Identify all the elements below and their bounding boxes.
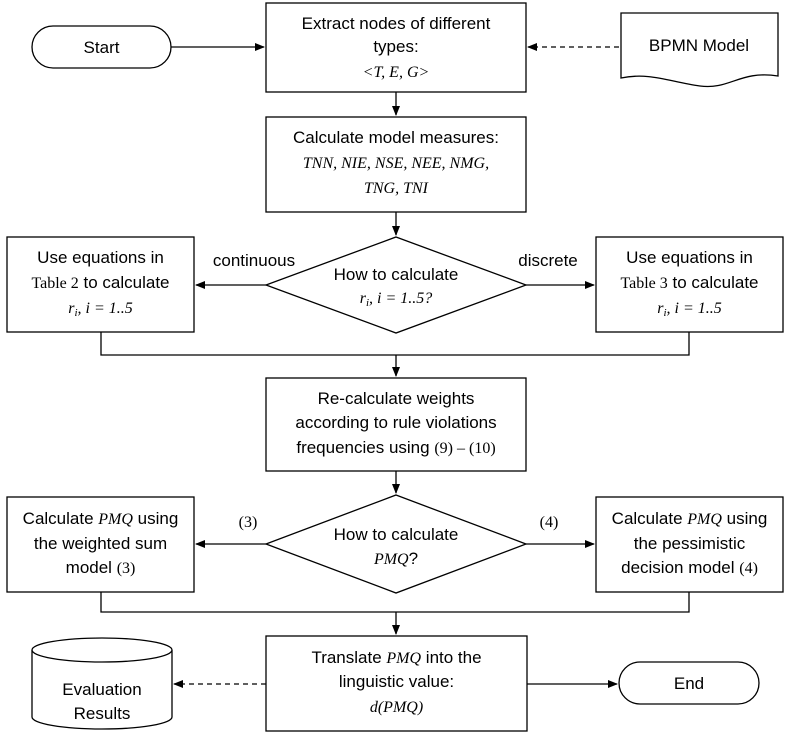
recalculate-weights-process: Re-calculate weights according to rule v… xyxy=(265,377,527,472)
translate-line1: Translate PMQ into the xyxy=(311,648,481,667)
bpmn-model-label: BPMN Model xyxy=(649,36,749,55)
translate-pmq-process: Translate PMQ into the linguistic value:… xyxy=(265,635,528,732)
table3-line1: Use equations in xyxy=(626,248,753,267)
translate-line3: d(PMQ) xyxy=(370,699,423,716)
table3-line2: Table 3 to calculate xyxy=(620,273,758,292)
calculate-pessimistic-process: Calculate PMQ using the pessimistic deci… xyxy=(595,496,784,593)
edge-label-eq3: (3) xyxy=(239,514,258,531)
start-label: Start xyxy=(84,38,120,57)
end-node: End xyxy=(618,661,760,705)
table2-line3: ri, i = 1..5 xyxy=(68,300,133,319)
pessimistic-line2: the pessimistic xyxy=(634,534,746,553)
weighted-line1: Calculate PMQ using xyxy=(23,509,179,528)
measures-line2: TNN, NIE, NSE, NEE, NMG, xyxy=(303,155,489,172)
pessimistic-line3: decision model (4) xyxy=(621,558,758,577)
decision-pmq-line1: How to calculate xyxy=(334,525,459,544)
recalc-line2: according to rule violations xyxy=(295,413,496,432)
table2-line1: Use equations in xyxy=(37,248,164,267)
eval-results-line2: Results xyxy=(74,704,131,723)
recalc-line1: Re-calculate weights xyxy=(318,389,475,408)
weighted-line2: the weighted sum xyxy=(34,534,167,553)
bpmn-model-document: BPMN Model xyxy=(620,12,779,88)
edge-merge-r xyxy=(100,332,690,356)
decision-how-to-calculate-pmq: How to calculate PMQ? xyxy=(264,494,528,594)
decision-how-to-calculate-r: How to calculate ri, i = 1..5? xyxy=(264,236,528,334)
connectors xyxy=(100,43,690,688)
extract-line1: Extract nodes of different xyxy=(302,14,491,33)
table2-line2: Table 2 to calculate xyxy=(31,273,169,292)
extract-line3: <T, E, G> xyxy=(363,64,430,81)
decision-r-line1: How to calculate xyxy=(334,265,459,284)
extract-line2: types: xyxy=(373,37,418,56)
measures-line1: Calculate model measures: xyxy=(293,128,499,147)
edge-label-eq4: (4) xyxy=(540,514,559,531)
measures-line3: TNG, TNI xyxy=(364,180,429,197)
extract-nodes-process: Extract nodes of different types: <T, E,… xyxy=(265,2,527,93)
use-table2-process: Use equations in Table 2 to calculate ri… xyxy=(6,236,195,333)
eval-results-line1: Evaluation xyxy=(62,680,141,699)
evaluation-results-database: Evaluation Results xyxy=(31,637,173,730)
calculate-weighted-sum-process: Calculate PMQ using the weighted sum mod… xyxy=(6,496,195,593)
end-label: End xyxy=(674,674,704,693)
decision-r-line2: ri, i = 1..5? xyxy=(360,290,433,309)
edge-label-continuous: continuous xyxy=(213,251,295,270)
edge-merge-pmq xyxy=(100,592,690,613)
table3-line3: ri, i = 1..5 xyxy=(657,300,722,319)
weighted-line3: model (3) xyxy=(66,558,136,577)
recalc-line3: frequencies using (9) – (10) xyxy=(296,438,495,457)
calculate-measures-process: Calculate model measures: TNN, NIE, NSE,… xyxy=(265,116,527,213)
start-node: Start xyxy=(31,25,172,69)
use-table3-process: Use equations in Table 3 to calculate ri… xyxy=(595,236,784,333)
edge-label-discrete: discrete xyxy=(518,251,578,270)
translate-line2: linguistic value: xyxy=(339,672,454,691)
pessimistic-line1: Calculate PMQ using xyxy=(612,509,768,528)
decision-pmq-line2: PMQ? xyxy=(373,549,418,568)
